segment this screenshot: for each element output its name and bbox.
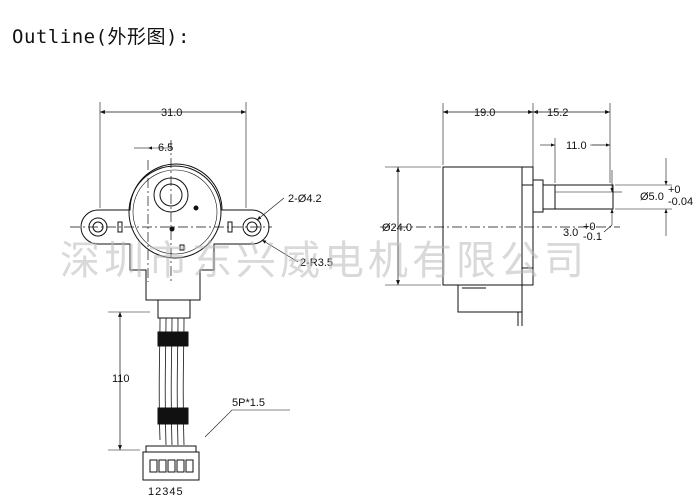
flat-dim-label: 3.0 [563,227,578,239]
motor-body-side [442,166,534,286]
flat-tol-upper: +0 [583,221,596,233]
radius-dim-label: 2-R3.5 [300,257,333,269]
shaft [542,184,614,210]
mounting-hole-right [242,217,262,237]
body-diameter-label: Ø24.0 [382,222,412,234]
shaft-diameter-label: Ø5.0 [640,191,664,203]
connector-dim-label: 5P*1.5 [232,397,265,409]
lead-box-side [457,285,523,313]
lead-length-label: 110 [112,373,130,385]
body-length-label: 19.0 [474,107,495,119]
wire-sleeve-bottom [157,407,189,425]
motor-can [128,165,222,259]
company-watermark: 深圳市东兴威电机有限公司 [60,238,588,284]
front-view [70,102,299,481]
shaft-tip-label: 11.0 [566,140,587,152]
width-dim-label: 31.0 [161,107,182,119]
hole-dim-label: 2-Ø4.2 [288,193,322,205]
connector [142,451,200,481]
shaft-tol-upper: +0 [668,184,681,196]
shaft-tol-lower: -0.04 [668,196,693,208]
wire-sleeve-top [157,331,189,347]
pin-numbers-label: 12345 [148,486,184,498]
mounting-flange [80,163,270,301]
page-title: Outline(外形图): [12,26,190,48]
shaft-length-label: 15.2 [547,107,568,119]
side-view [380,103,672,326]
flat-tol-lower: -0.1 [583,231,602,243]
lead-wires [158,317,185,446]
shaft-offset-label: 6.5 [158,142,173,154]
